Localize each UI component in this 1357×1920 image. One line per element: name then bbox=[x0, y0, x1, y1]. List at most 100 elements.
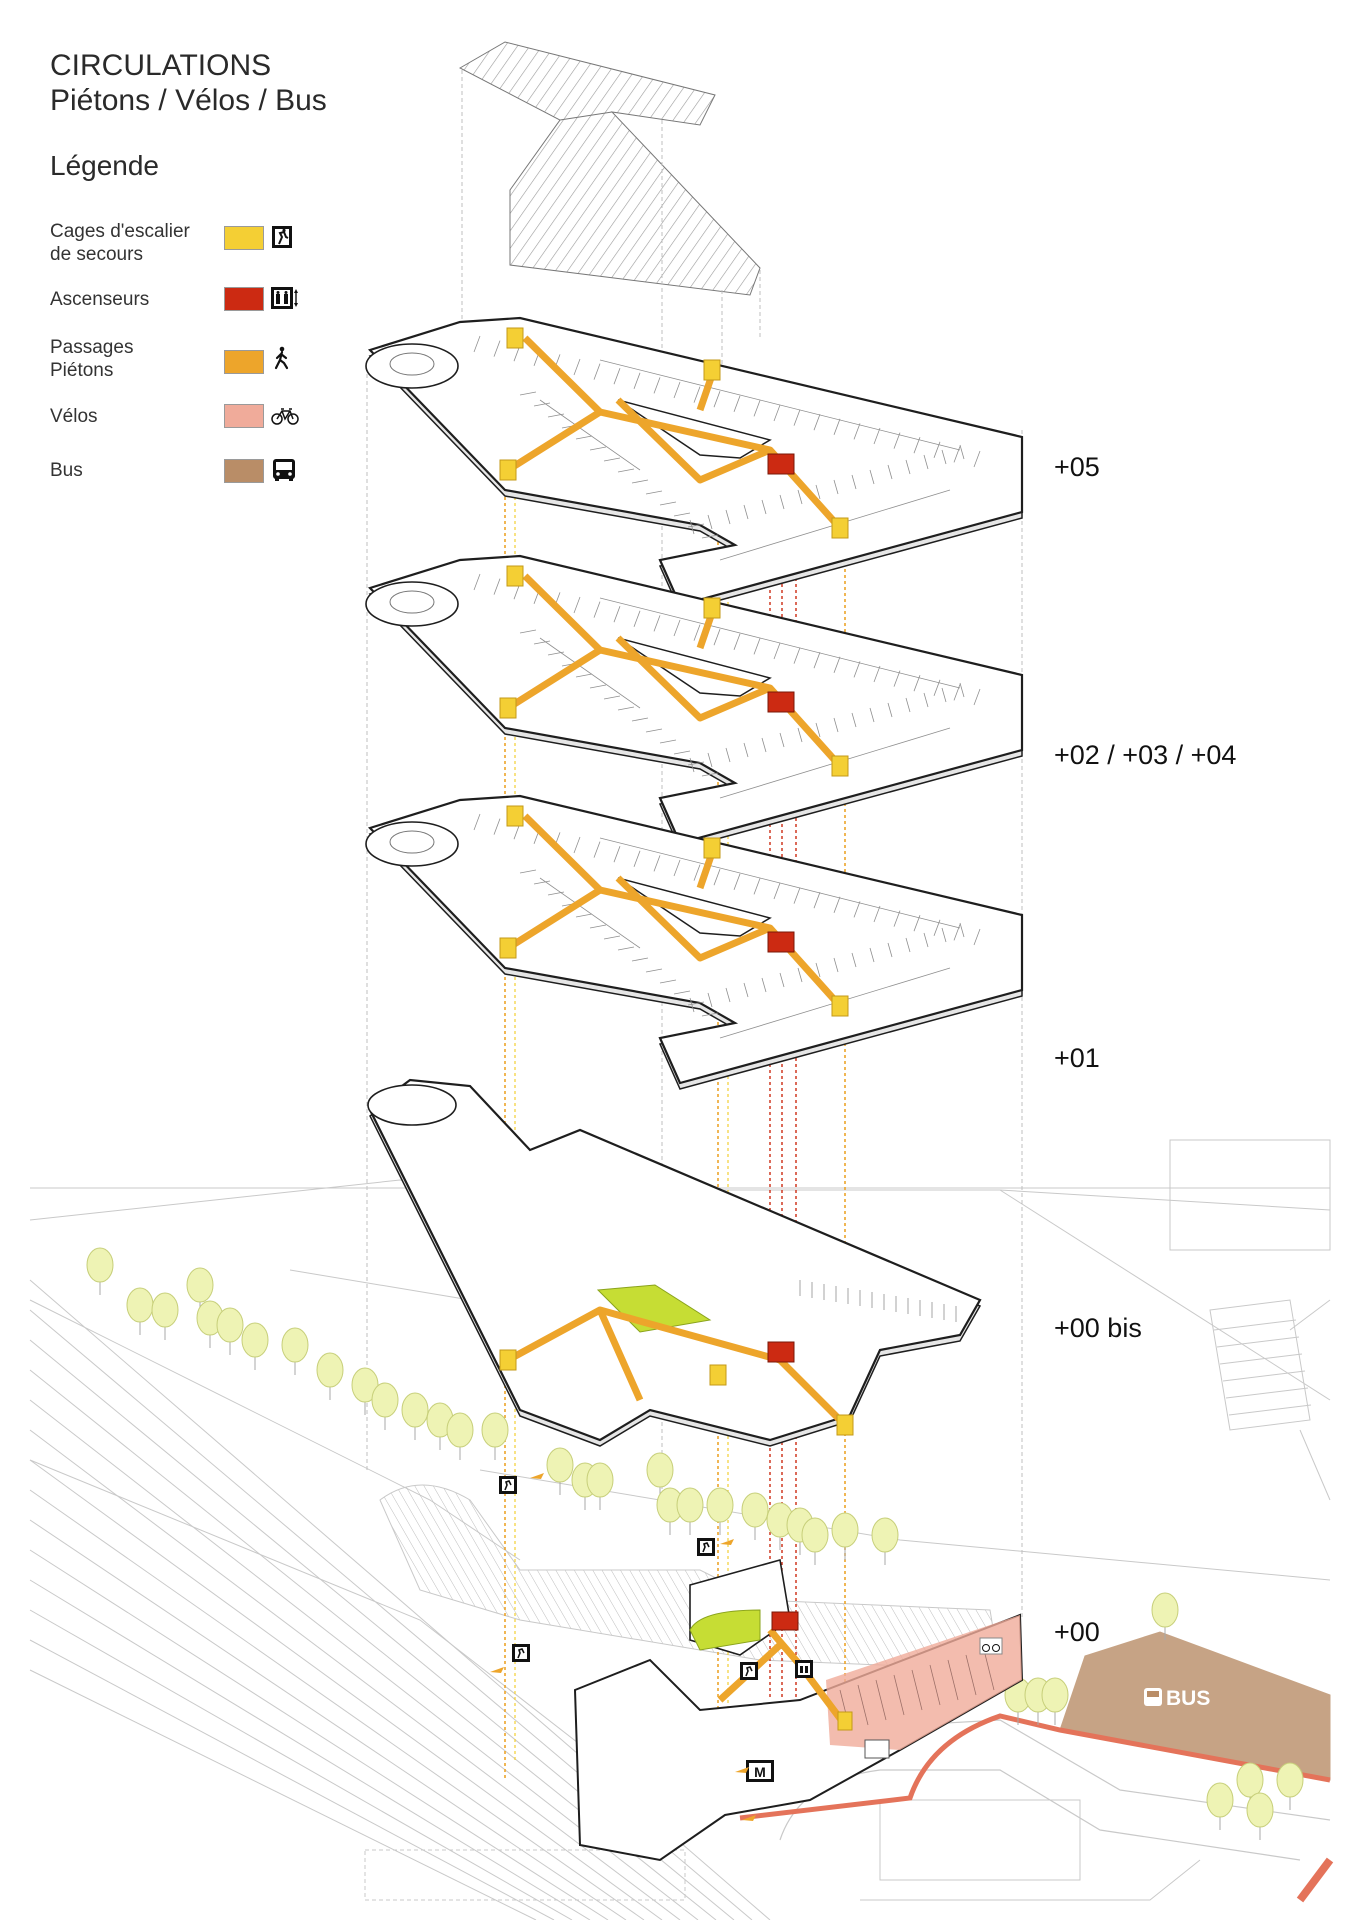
parking-stall bbox=[813, 414, 821, 431]
pedestrian-passage bbox=[615, 397, 772, 484]
parking-stall bbox=[575, 913, 593, 918]
parking-stall bbox=[793, 409, 801, 426]
emergency-stair bbox=[499, 697, 517, 719]
parking-stall bbox=[773, 404, 781, 422]
entrance-arrow bbox=[530, 1473, 544, 1479]
parking-stall bbox=[893, 670, 901, 687]
parking-stall bbox=[603, 457, 621, 462]
parking-stall bbox=[853, 423, 861, 440]
legend-label-line-2: de secours bbox=[50, 244, 143, 265]
parking-floors bbox=[365, 316, 1024, 1447]
parking-stall bbox=[493, 340, 501, 357]
legend-swatch-ascenseur bbox=[224, 287, 264, 311]
parking-stall bbox=[645, 490, 663, 495]
roof-ramp bbox=[458, 41, 761, 296]
rail-track bbox=[29, 1609, 573, 1920]
parking-stall bbox=[869, 469, 875, 485]
floor-slab bbox=[368, 1078, 982, 1442]
parking-stall bbox=[853, 661, 861, 678]
parking-outline bbox=[1209, 1299, 1311, 1431]
roof-level bbox=[458, 41, 761, 296]
icon-figure bbox=[504, 1480, 512, 1491]
tree bbox=[1041, 1677, 1069, 1713]
legend-swatch-bus bbox=[224, 459, 264, 483]
parking-stall bbox=[533, 402, 551, 407]
roof-edge bbox=[559, 111, 613, 121]
parking-stall bbox=[779, 972, 785, 988]
parking-stall bbox=[519, 391, 537, 396]
parking-stall bbox=[1213, 1319, 1297, 1331]
parking-stall bbox=[1219, 1353, 1303, 1365]
parking-stall bbox=[1222, 1370, 1306, 1382]
tree bbox=[676, 1487, 704, 1523]
tree bbox=[646, 1452, 674, 1488]
block-outline bbox=[879, 1799, 1081, 1881]
entrance-arrow bbox=[735, 1767, 749, 1773]
tree bbox=[1236, 1762, 1264, 1798]
pedestrian-icon bbox=[274, 346, 289, 370]
parking-stall bbox=[873, 427, 881, 445]
tree bbox=[151, 1292, 179, 1328]
parking-stall bbox=[959, 682, 965, 698]
elevator-icon bbox=[271, 287, 298, 309]
legend-label-line-1: Bus bbox=[50, 460, 83, 481]
trees bbox=[86, 1247, 1304, 1840]
rail-track bbox=[29, 1489, 645, 1920]
emergency-stair bbox=[831, 517, 849, 539]
parking-stall bbox=[793, 887, 801, 904]
parking-stall bbox=[493, 818, 501, 835]
parking-stall bbox=[589, 924, 607, 929]
map-markers: M bbox=[490, 1473, 1162, 1821]
parking-stall bbox=[631, 957, 649, 962]
parking-stall bbox=[689, 519, 695, 535]
parking-stall bbox=[593, 363, 601, 380]
parking-stall bbox=[959, 444, 965, 460]
parking-stall bbox=[953, 446, 961, 463]
green-space bbox=[689, 1609, 761, 1651]
parking-stall bbox=[941, 927, 947, 943]
parking-stall bbox=[473, 335, 481, 353]
site-outline bbox=[29, 1459, 601, 1761]
parking-stall bbox=[833, 656, 841, 673]
parking-stall bbox=[923, 932, 929, 948]
parking-stall bbox=[725, 509, 731, 525]
title-line-2: Piétons / Vélos / Bus bbox=[50, 84, 327, 117]
icon-figure bbox=[800, 1666, 803, 1673]
entrance-arrow bbox=[720, 1539, 734, 1545]
parking-stall bbox=[689, 997, 695, 1013]
pedestrian-passage bbox=[696, 851, 716, 890]
parking-stall bbox=[923, 692, 929, 708]
parking-stall bbox=[873, 905, 881, 923]
emergency-stair bbox=[836, 1414, 854, 1436]
parking-stall bbox=[953, 684, 961, 701]
tree bbox=[831, 1512, 859, 1548]
parking-stall bbox=[733, 395, 741, 412]
parking-stall bbox=[693, 624, 701, 641]
site-outline bbox=[1289, 1299, 1331, 1331]
emergency-stair bbox=[499, 1349, 517, 1371]
tree bbox=[316, 1352, 344, 1388]
diagram-title: CIRCULATIONS Piétons / Vélos / Bus bbox=[50, 48, 327, 118]
rail-track bbox=[29, 1519, 627, 1920]
metro-label: M bbox=[754, 1764, 766, 1780]
icon-wheel bbox=[992, 1644, 1000, 1652]
parking-stall bbox=[761, 977, 767, 993]
elevator-block bbox=[767, 691, 795, 713]
parking-stall bbox=[973, 450, 981, 468]
parking-stall bbox=[893, 910, 901, 927]
parking-stall bbox=[533, 640, 551, 645]
rail-track bbox=[29, 1549, 609, 1920]
parking-stall bbox=[905, 459, 911, 475]
parking-stall bbox=[887, 702, 893, 718]
parking-stall bbox=[941, 687, 947, 703]
parking-stall bbox=[959, 922, 965, 938]
parking-stall bbox=[869, 707, 875, 723]
parking-stall bbox=[869, 947, 875, 963]
parking-stall bbox=[713, 391, 721, 408]
parking-stall bbox=[493, 578, 501, 595]
pedestrian-passage bbox=[696, 611, 716, 650]
parking-stall bbox=[743, 504, 749, 520]
rail-track bbox=[29, 1429, 681, 1920]
parking-stall bbox=[631, 717, 649, 722]
